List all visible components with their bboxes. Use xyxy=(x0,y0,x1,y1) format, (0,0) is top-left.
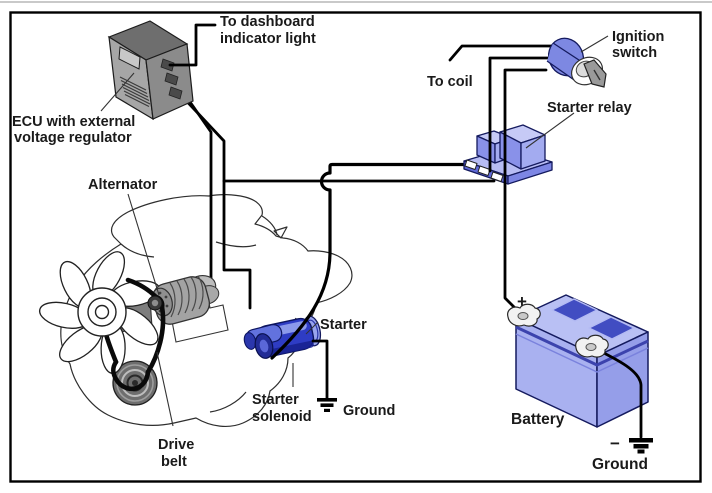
ground-symbol-starter xyxy=(317,398,337,412)
ground-symbol-battery xyxy=(629,438,653,454)
label-drive-belt-line1: Drive xyxy=(158,437,194,453)
wire-relay-to-starter xyxy=(270,162,475,360)
wire-to-dashboard-light xyxy=(168,23,217,67)
leader-alternator xyxy=(127,193,160,296)
label-starter: Starter xyxy=(320,317,367,333)
fan-hub xyxy=(77,287,127,337)
label-ground-battery: Ground xyxy=(592,456,648,473)
starter-relay xyxy=(463,124,553,185)
label-starter-relay: Starter relay xyxy=(547,100,632,116)
starter-motor xyxy=(243,315,322,359)
label-to-dashboard-line2: indicator light xyxy=(220,31,316,47)
ignition-key-icon xyxy=(583,59,607,88)
label-ecu-line2: voltage regulator xyxy=(14,130,132,146)
label-ecu-line1: ECU with external xyxy=(12,114,135,130)
battery xyxy=(515,294,649,428)
battery-plus-sign: + xyxy=(517,292,527,311)
diagram-border xyxy=(9,11,702,483)
label-ground-starter: Ground xyxy=(343,403,395,419)
alternator-pulley xyxy=(147,295,163,311)
label-ignition-line2: switch xyxy=(612,45,657,61)
ignition-switch xyxy=(546,37,607,88)
label-drive-belt-line2: belt xyxy=(161,454,187,470)
label-ignition-line1: Ignition xyxy=(612,29,664,45)
wire-switch-to-relay xyxy=(488,56,551,173)
wire-ecu-to-alternator-output xyxy=(176,90,252,310)
battery-minus-sign: − xyxy=(610,434,620,453)
leader-drive-belt xyxy=(156,351,174,427)
drive-belt xyxy=(103,277,166,392)
label-to-dashboard-line1: To dashboard xyxy=(220,14,315,30)
wire-switch-to-battery xyxy=(503,68,548,317)
label-battery: Battery xyxy=(511,411,565,428)
leader-starter xyxy=(305,321,319,335)
leader-starter-relay xyxy=(525,112,575,149)
label-alternator: Alternator xyxy=(88,177,158,193)
leader-ecu xyxy=(100,72,135,112)
ecu-box xyxy=(107,20,194,121)
label-starter-solenoid-line1: Starter xyxy=(252,392,299,408)
battery-terminals xyxy=(507,303,609,358)
label-to-coil: To coil xyxy=(427,74,473,90)
label-starter-solenoid-line2: solenoid xyxy=(252,409,312,425)
wire-starter-ground xyxy=(311,339,329,400)
wire-to-coil xyxy=(448,44,555,62)
leader-ignition-switch xyxy=(580,35,609,53)
